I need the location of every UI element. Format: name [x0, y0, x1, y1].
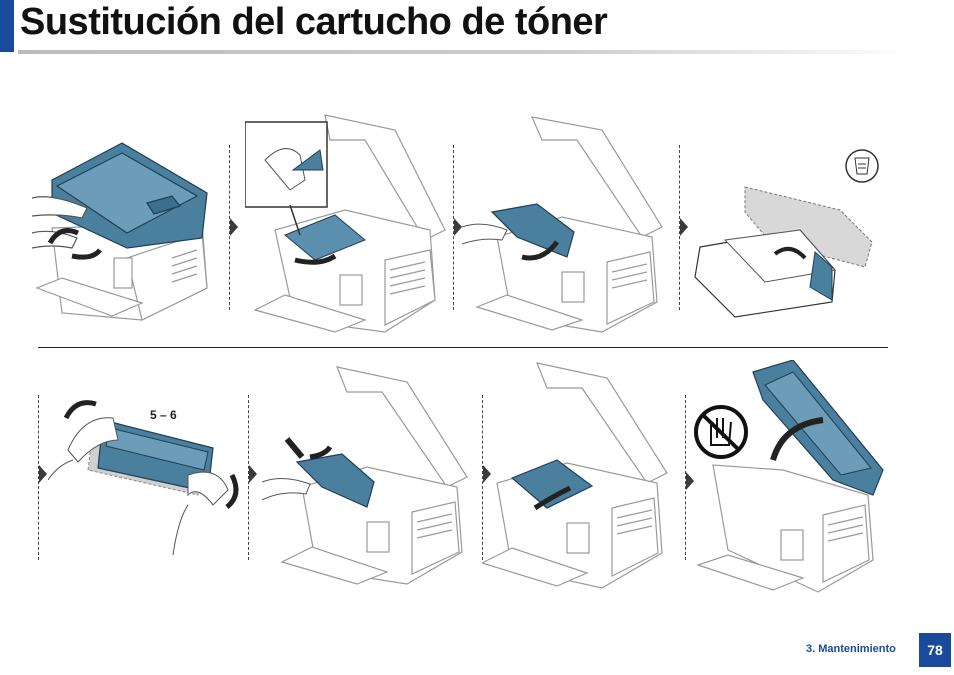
- step-label: 5 – 6: [150, 408, 177, 422]
- illustration-open-scanner: [32, 138, 222, 323]
- illustration-close-cover: [693, 360, 893, 595]
- illustration-unpack-new-cartridge: [690, 142, 890, 342]
- title-rule: [18, 50, 918, 54]
- page-number: 78: [919, 633, 951, 667]
- arrow-right-icon: [230, 218, 238, 236]
- no-touch-hand-icon: [696, 407, 746, 457]
- illustration-remove-cartridge: [462, 112, 672, 334]
- page-title: Sustitución del cartucho de tóner: [20, 0, 607, 44]
- arrow-right-icon: [454, 218, 462, 236]
- illustration-remove-tape: [262, 362, 477, 587]
- illustration-shake-cartridge: [48, 380, 248, 560]
- title-accent-bar: [0, 0, 14, 52]
- arrow-right-icon: [249, 465, 257, 483]
- row-divider: [38, 347, 888, 348]
- illustration-open-cover-release: [245, 110, 450, 335]
- recycle-toner-icon: [846, 150, 878, 182]
- footer-section-label: 3. Mantenimiento: [806, 643, 896, 655]
- arrow-right-icon: [39, 465, 47, 483]
- arrow-right-icon: [680, 218, 688, 236]
- illustration-insert-cartridge: [482, 358, 677, 593]
